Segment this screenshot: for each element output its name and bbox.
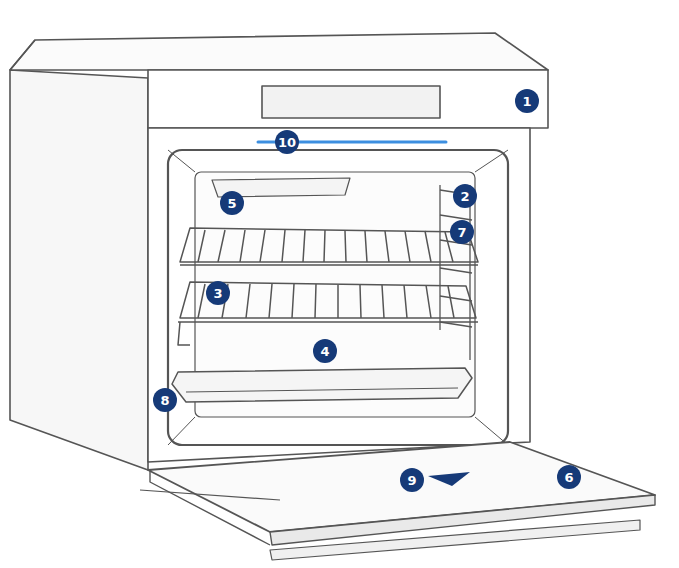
callout-number: 2 bbox=[453, 184, 477, 208]
callout-number: 1 bbox=[515, 89, 539, 113]
callout-number: 6 bbox=[557, 465, 581, 489]
callout-number: 5 bbox=[220, 191, 244, 215]
callout-number: 7 bbox=[450, 220, 474, 244]
callout-number: 10 bbox=[275, 130, 299, 154]
callout-number: 3 bbox=[206, 281, 230, 305]
callout-number: 8 bbox=[153, 388, 177, 412]
callout-number: 9 bbox=[400, 468, 424, 492]
callout-number: 4 bbox=[313, 339, 337, 363]
